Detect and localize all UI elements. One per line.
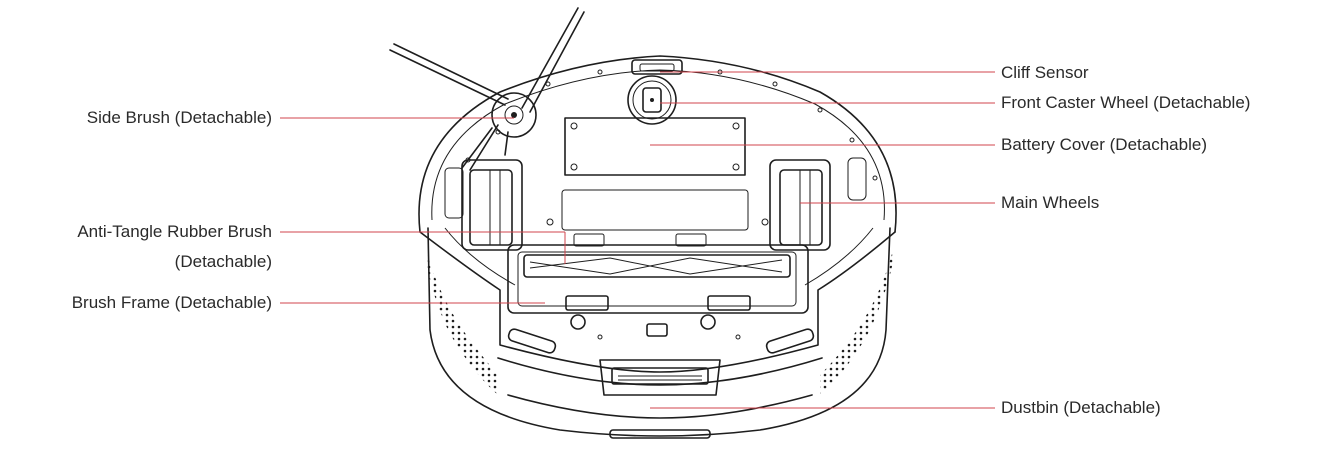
anti-tangle-rubber-brush <box>523 254 791 278</box>
dustbin-handle-grip <box>618 375 702 381</box>
rim-screws <box>465 69 878 181</box>
robot-body <box>418 55 897 437</box>
label-brush-frame: Brush Frame (Detachable) <box>71 293 272 312</box>
label-side-brush: Side Brush (Detachable) <box>86 108 272 127</box>
main-wheel-right <box>769 157 867 251</box>
label-anti-tangle-line2: (Detachable) <box>174 252 272 271</box>
label-dustbin: Dustbin (Detachable) <box>1001 398 1161 417</box>
front-caster-wheel <box>627 75 677 125</box>
label-main-wheels: Main Wheels <box>1001 193 1100 212</box>
bumper-strips <box>507 328 815 354</box>
speaker-grilles <box>426 250 893 395</box>
brush-frame <box>507 233 809 314</box>
charging-contacts <box>570 314 741 340</box>
label-battery-cover: Battery Cover (Detachable) <box>1001 135 1207 154</box>
label-front-caster-wheel: Front Caster Wheel (Detachable) <box>1001 93 1251 112</box>
side-brush <box>389 7 585 171</box>
label-anti-tangle-line1: Anti-Tangle Rubber Brush <box>77 222 272 241</box>
leader-lines <box>280 71 995 409</box>
cliff-sensor <box>631 59 683 75</box>
dustbin <box>497 357 823 439</box>
label-cliff-sensor: Cliff Sensor <box>1001 63 1089 82</box>
main-wheel-left <box>444 159 523 251</box>
battery-cover <box>546 117 769 231</box>
